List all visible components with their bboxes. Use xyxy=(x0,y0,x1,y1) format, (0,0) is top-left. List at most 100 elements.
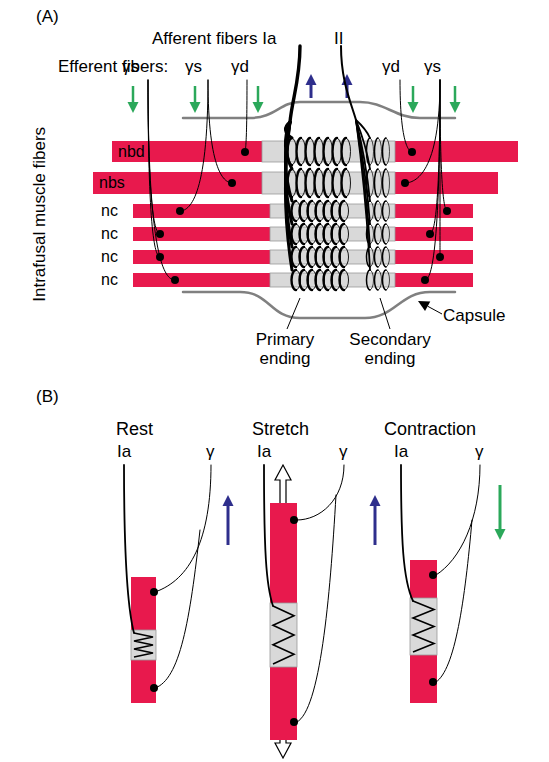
afferent-label: Afferent fibers Ia xyxy=(152,30,276,49)
sensory-coil xyxy=(134,633,153,657)
primary-coil xyxy=(312,270,317,290)
ii-branch xyxy=(356,120,370,138)
secondary-coil xyxy=(367,247,371,267)
primary-coil xyxy=(337,138,342,165)
secondary-coil xyxy=(370,169,374,197)
sensory-coil xyxy=(273,606,294,664)
motor-endplate xyxy=(290,718,298,726)
primary-coil xyxy=(288,169,292,197)
secondary-coil xyxy=(386,169,390,197)
fiber-name: Ia xyxy=(257,443,271,462)
primary-coil xyxy=(296,270,301,290)
primary-coil xyxy=(300,247,305,267)
panel-letter: (B) xyxy=(36,388,59,407)
gamma-efferent-fiber xyxy=(405,80,440,183)
ii-branch xyxy=(356,120,370,201)
primary-coil xyxy=(306,138,310,165)
gamma-label: γs xyxy=(122,58,139,77)
primary-coil xyxy=(304,201,309,221)
primary-coil xyxy=(308,201,313,221)
secondary-coil xyxy=(375,138,378,165)
primary-coil xyxy=(328,169,333,197)
primary-coil xyxy=(342,169,346,197)
efferent-label: Efferent fibers: xyxy=(58,58,168,77)
primary-coil xyxy=(344,224,349,244)
secondary-coil xyxy=(378,169,382,197)
ia-afferent-fiber xyxy=(290,46,300,122)
secondary-coil xyxy=(383,224,386,244)
callout-label: Secondary ending xyxy=(340,331,440,368)
gamma-efferent-fiber xyxy=(245,80,247,152)
motor-endplate xyxy=(150,588,158,596)
ii-branch xyxy=(356,120,370,224)
intrafusal-fiber: nc xyxy=(133,227,473,241)
leader-line xyxy=(380,298,390,329)
efferent-arrow-shaft xyxy=(132,86,135,102)
primary-coil xyxy=(296,247,301,267)
intrafusal-fiber: nc xyxy=(133,273,473,287)
secondary-coil xyxy=(386,247,390,267)
gamma-efferent-fiber xyxy=(148,80,160,257)
fiber-label: nbd xyxy=(118,144,145,160)
secondary-coil xyxy=(375,247,378,267)
primary-coil xyxy=(316,201,321,221)
primary-coil xyxy=(340,201,345,221)
primary-coil xyxy=(316,224,321,244)
secondary-coil xyxy=(370,224,374,244)
panel-letter: (A) xyxy=(36,8,59,27)
gamma-efferent-fiber xyxy=(436,520,472,682)
primary-coil xyxy=(346,138,351,165)
ia-afferent-fiber xyxy=(264,465,273,606)
gamma-efferent-fiber xyxy=(297,465,344,520)
primary-coil xyxy=(324,201,328,221)
efferent-arrow-shaft xyxy=(194,86,197,102)
afferent-arrow-head xyxy=(370,495,381,506)
afferent-arrow-head xyxy=(223,495,234,506)
afferent-arrow-shaft xyxy=(346,85,349,98)
fiber-label: nc xyxy=(101,203,118,219)
equatorial-zone xyxy=(262,141,395,162)
primary-coil xyxy=(296,201,301,221)
motor-endplate xyxy=(241,148,249,156)
efferent-arrow-shaft xyxy=(412,86,415,102)
intrafusal-fiber: nc xyxy=(133,204,473,218)
primary-coil xyxy=(292,247,297,267)
equatorial-zone xyxy=(270,227,395,241)
ia-afferent-fiber xyxy=(401,465,413,601)
equatorial-zone xyxy=(270,603,297,667)
primary-coil xyxy=(332,224,337,244)
secondary-coil xyxy=(367,270,371,290)
primary-coil xyxy=(340,247,345,267)
primary-coil xyxy=(346,169,351,197)
intrafusal-fiber xyxy=(131,577,156,703)
gamma-label: γs xyxy=(185,58,202,77)
ia-afferent-fiber xyxy=(124,465,134,633)
fiber-label: nbs xyxy=(99,175,125,191)
ia-branch xyxy=(285,122,292,138)
fiber-label: nc xyxy=(101,249,118,265)
fiber-name: γ xyxy=(339,443,348,462)
intrafusal-fiber: nbs xyxy=(93,172,498,194)
primary-coil xyxy=(292,224,297,244)
motor-endplate xyxy=(429,571,437,579)
motor-endplate xyxy=(436,253,444,261)
secondary-coil xyxy=(386,270,390,290)
intrafusal-fiber: nc xyxy=(133,250,473,264)
primary-coil xyxy=(344,201,349,221)
gamma-label: γs xyxy=(424,58,441,77)
secondary-coil xyxy=(367,201,371,221)
capsule-outline xyxy=(183,102,455,118)
ia-branch xyxy=(285,122,292,247)
primary-coil xyxy=(320,270,325,290)
primary-coil xyxy=(333,138,337,165)
secondary-coil xyxy=(378,270,382,290)
secondary-coil xyxy=(375,201,378,221)
primary-coil xyxy=(324,247,328,267)
motor-endplate xyxy=(429,678,437,686)
primary-coil xyxy=(292,169,297,197)
gamma-efferent-fiber xyxy=(208,80,232,183)
intrafusal-fiber xyxy=(270,503,297,740)
secondary-coil xyxy=(367,138,371,165)
primary-coil xyxy=(340,270,345,290)
motor-endplate xyxy=(443,207,451,215)
